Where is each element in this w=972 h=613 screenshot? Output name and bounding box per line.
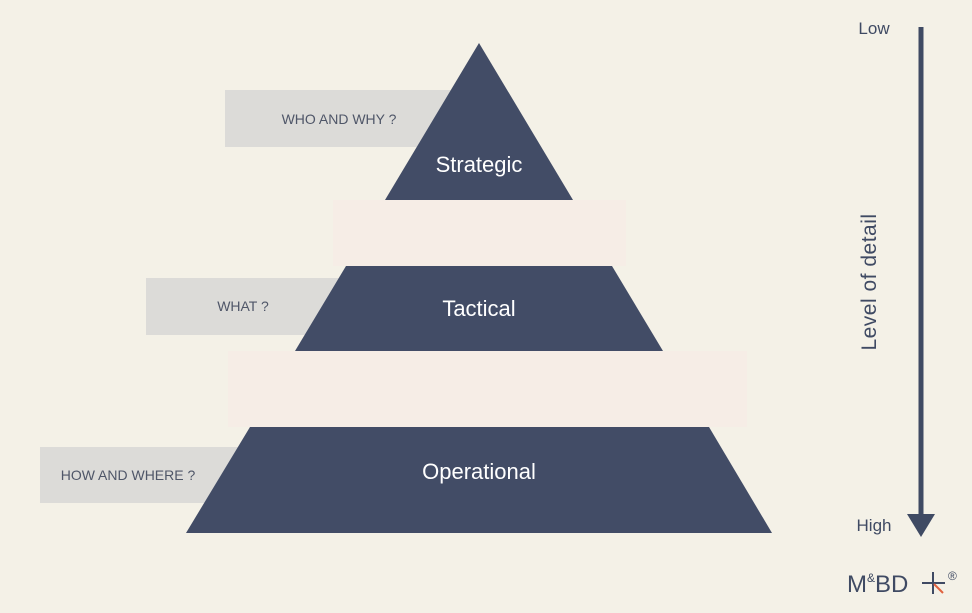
plus-arrow-icon [922,572,945,594]
tier-label-strategic: Strategic [436,152,523,177]
question-operational: HOW AND WHERE ? [61,467,196,483]
arrow-down-icon [907,514,935,537]
separator-band-2 [228,351,747,427]
tier-strategic [385,43,573,200]
logo-text: M&BD [847,571,908,598]
tier-label-operational: Operational [422,459,536,484]
axis-label-level-of-detail: Level of detail [858,213,881,350]
separator-band-1 [333,200,626,266]
logo-registered-mark: ® [948,569,957,583]
brand-logo: M&BD ® [847,569,957,598]
question-strategic: WHO AND WHY ? [282,111,397,127]
scale-low-label: Low [858,19,890,38]
scale-high-label: High [857,516,892,535]
tier-operational [186,427,772,533]
tier-label-tactical: Tactical [442,296,515,321]
tier-tactical [295,266,663,351]
question-tactical: WHAT ? [217,298,269,314]
